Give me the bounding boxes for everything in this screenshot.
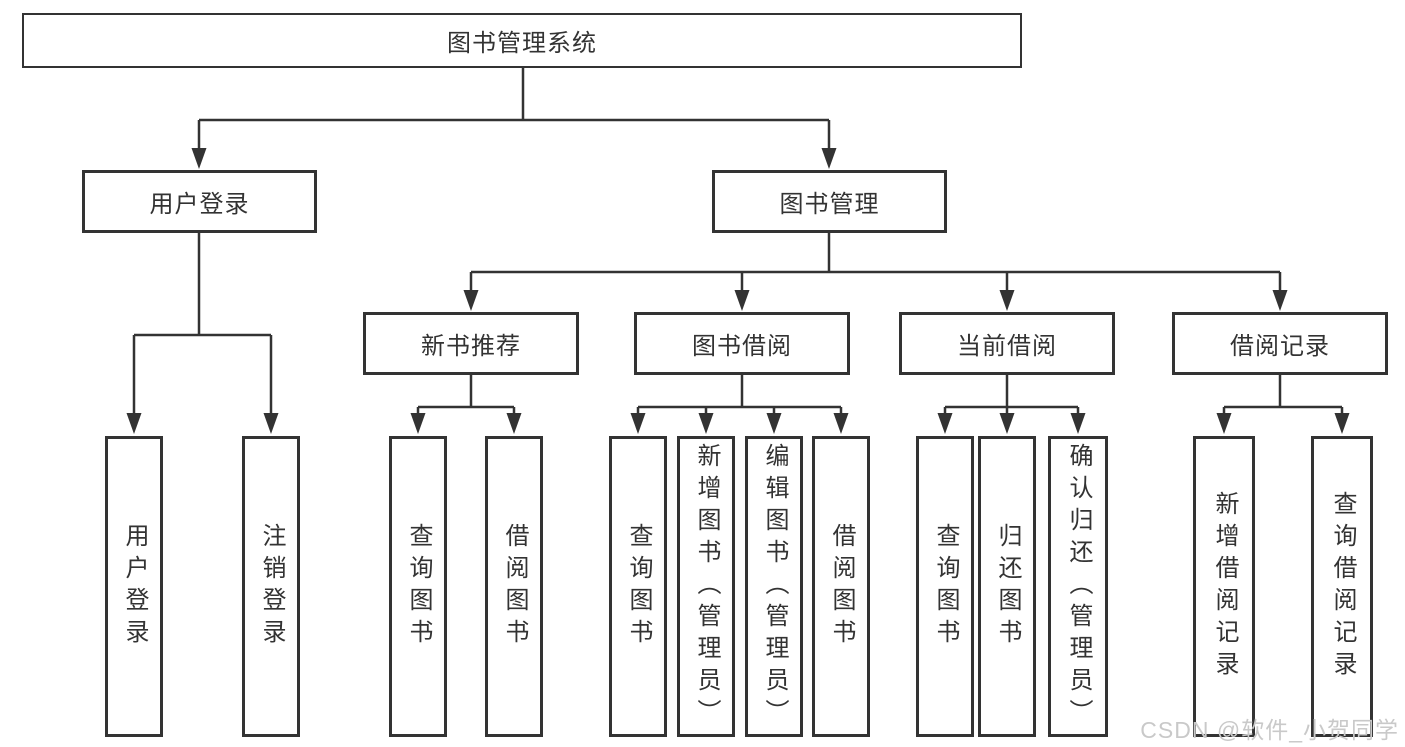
leaf-bb-add-book-admin-label: 新增图书（管理员） [693,442,720,731]
node-current-borrow-label: 当前借阅 [957,333,1057,360]
node-root-label: 图书管理系统 [447,30,597,57]
leaf-nb-borrow-book-label: 借阅图书 [501,522,528,651]
leaf-br-query-record: 查询借阅记录 [1311,436,1373,737]
node-new-book-recommend-label: 新书推荐 [421,333,521,360]
node-user-login: 用户登录 [82,170,317,233]
node-root: 图书管理系统 [22,13,1022,68]
node-borrow-records: 借阅记录 [1172,312,1388,375]
node-borrow-records-label: 借阅记录 [1230,333,1330,360]
node-user-login-label: 用户登录 [149,191,250,218]
node-book-borrow-label: 图书借阅 [692,333,792,360]
leaf-nb-query-book-label: 查询图书 [405,522,432,651]
leaf-cb-return-book-label: 归还图书 [994,522,1021,651]
node-book-borrow: 图书借阅 [634,312,850,375]
connector-current-borrow-branch [943,375,1080,415]
node-new-book-recommend: 新书推荐 [363,312,579,375]
node-current-borrow: 当前借阅 [899,312,1115,375]
connector-user-login-branch [132,233,273,415]
leaf-nb-borrow-book: 借阅图书 [485,436,543,737]
leaf-bb-edit-book-admin-label: 编辑图书（管理员） [761,442,788,731]
leaf-cb-confirm-return-admin-label: 确认归还（管理员） [1065,442,1092,731]
leaf-cb-confirm-return-admin: 确认归还（管理员） [1048,436,1108,737]
leaf-br-query-record-label: 查询借阅记录 [1329,490,1356,683]
connector-borrow-records-branch [1222,375,1344,415]
leaf-bb-borrow-book-label: 借阅图书 [828,522,855,651]
node-book-management-label: 图书管理 [779,191,880,218]
leaf-bb-edit-book-admin: 编辑图书（管理员） [745,436,803,737]
leaf-user-login-label: 用户登录 [121,522,148,651]
leaf-logout-label: 注销登录 [258,522,285,651]
connector-book-management-branch [469,233,1282,292]
connector-root-to-level2 [197,68,831,150]
leaf-cb-query-book-label: 查询图书 [932,522,959,651]
leaf-br-add-record-label: 新增借阅记录 [1211,490,1238,683]
node-book-management: 图书管理 [712,170,947,233]
connector-book-borrow-branch [636,375,843,415]
leaf-nb-query-book: 查询图书 [389,436,447,737]
leaf-bb-borrow-book: 借阅图书 [812,436,870,737]
leaf-br-add-record: 新增借阅记录 [1193,436,1255,737]
leaf-bb-query-book: 查询图书 [609,436,667,737]
leaf-bb-query-book-label: 查询图书 [625,522,652,651]
leaf-bb-add-book-admin: 新增图书（管理员） [677,436,735,737]
connector-new-book-recommend-branch [416,375,516,415]
watermark-text: CSDN @软件_小贺同学 [1140,717,1399,743]
leaf-cb-return-book: 归还图书 [978,436,1036,737]
leaf-logout: 注销登录 [242,436,300,737]
leaf-user-login: 用户登录 [105,436,163,737]
leaf-cb-query-book: 查询图书 [916,436,974,737]
